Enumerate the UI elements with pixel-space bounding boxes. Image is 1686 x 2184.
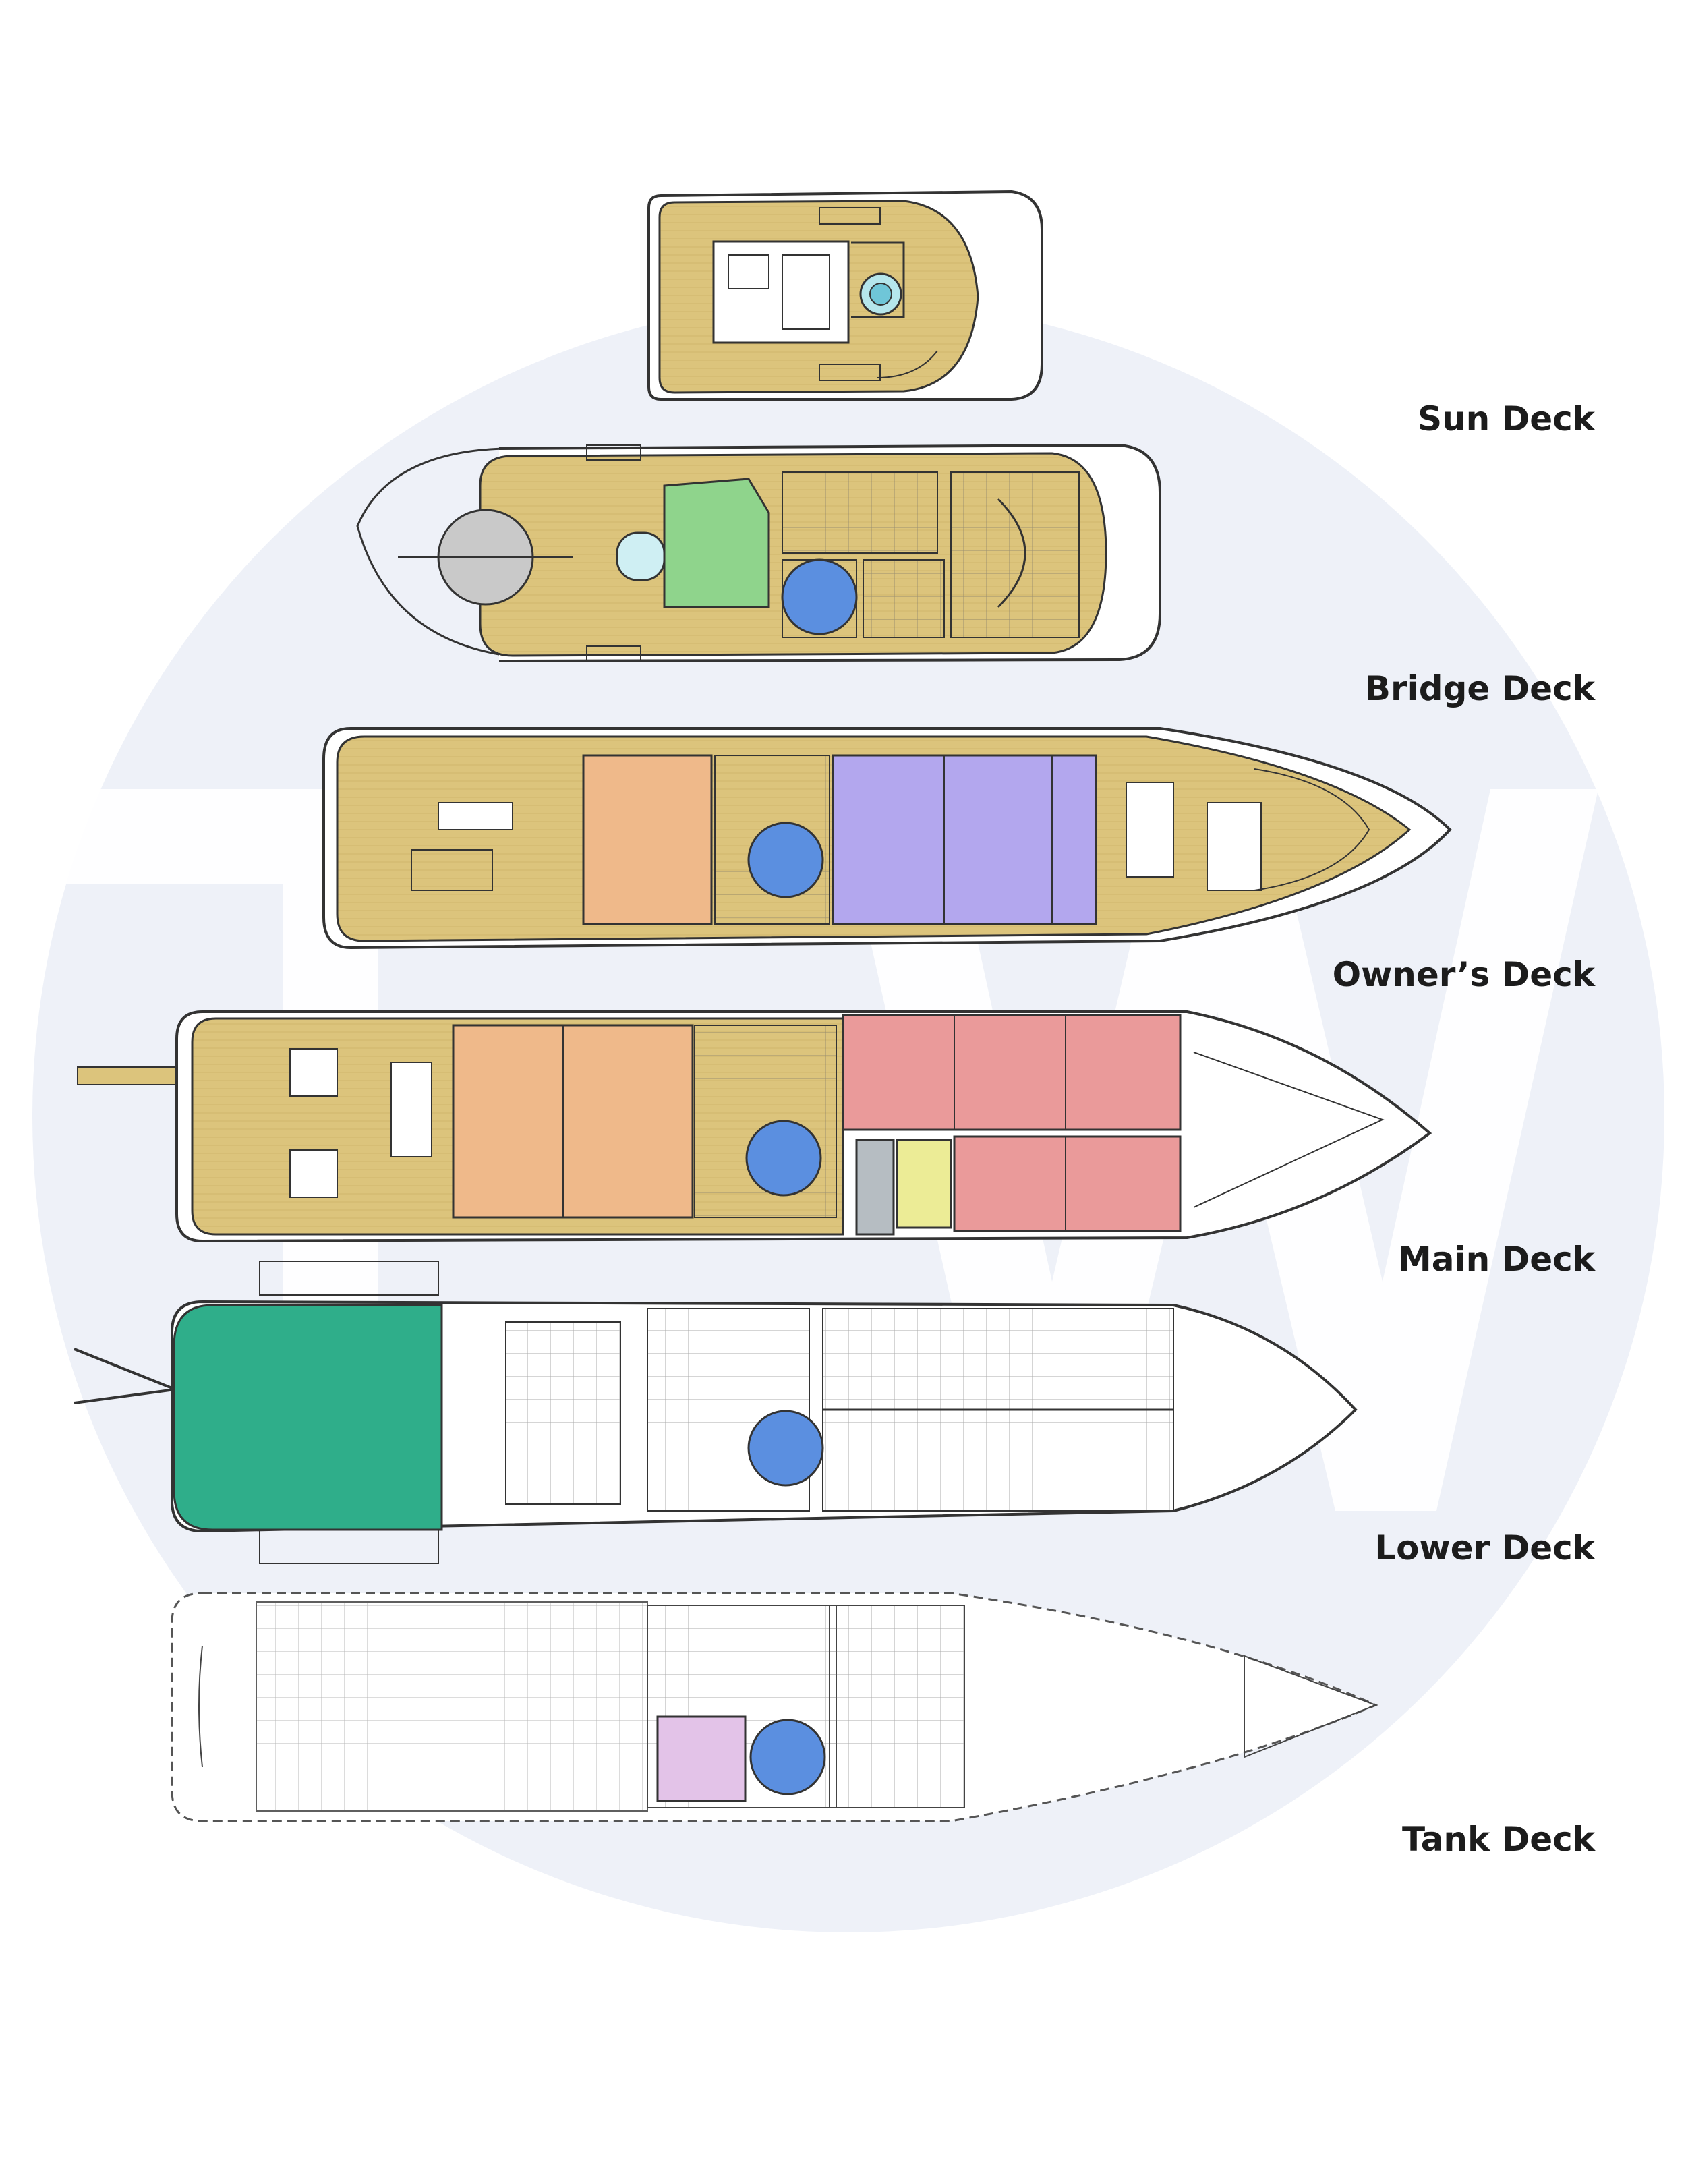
main-spiral-stair xyxy=(745,1120,822,1197)
lower-spiral-stair xyxy=(747,1410,824,1487)
bridge-spiral-stair xyxy=(781,558,858,635)
galley xyxy=(896,1139,952,1229)
sun-deck-label: Sun Deck xyxy=(1418,399,1595,438)
guest-cabins xyxy=(842,1014,1182,1131)
owner-suite xyxy=(832,754,1097,925)
pool-lounge-zone xyxy=(663,478,770,608)
main-deck-label: Main Deck xyxy=(1398,1240,1595,1279)
sun-deck-plan xyxy=(647,190,1043,401)
bridge-deck-label: Bridge Deck xyxy=(1364,669,1595,708)
tank-spiral-stair xyxy=(749,1719,826,1795)
owners-deck-label: Owner’s Deck xyxy=(1332,955,1595,994)
tank-deck-cabin xyxy=(656,1715,747,1802)
owners-deck-plan xyxy=(322,727,1452,950)
main-dining-salon xyxy=(452,1024,694,1219)
main-deck-plan xyxy=(77,1010,1432,1243)
bridge-deck-plan xyxy=(356,443,1161,662)
owner-sky-lounge xyxy=(582,754,713,925)
laundry xyxy=(855,1139,895,1236)
owner-spiral-stair xyxy=(747,822,824,898)
tank-deck-label: Tank Deck xyxy=(1402,1820,1595,1859)
tender-garage xyxy=(173,1304,443,1531)
lower-deck-label: Lower Deck xyxy=(1374,1528,1595,1568)
tank-deck-plan xyxy=(171,1592,1378,1822)
lower-deck-plan xyxy=(74,1261,1358,1564)
